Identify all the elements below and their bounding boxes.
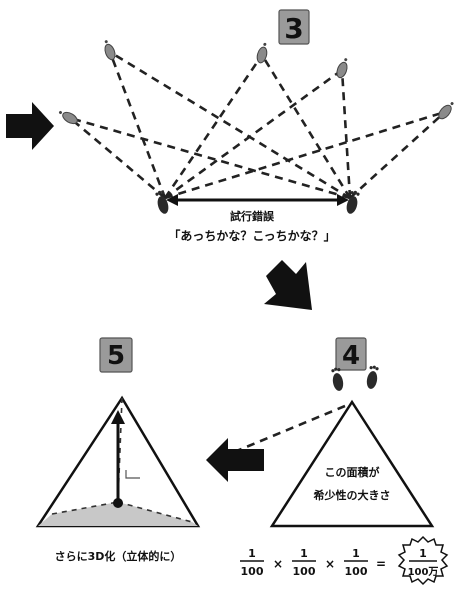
svg-text:×: × <box>325 557 335 571</box>
step-4-number: 4 <box>335 337 367 371</box>
base-line <box>166 194 349 206</box>
svg-text:1: 1 <box>300 547 308 560</box>
pyramid-3d <box>35 395 201 528</box>
step-5-number: 5 <box>99 337 133 373</box>
svg-text:=: = <box>376 557 386 571</box>
svg-text:3: 3 <box>284 12 303 45</box>
step5-caption: さらに3D化（立体的に） <box>55 549 182 563</box>
svg-text:「あっちかな？こっちかな？」: 「あっちかな？こっちかな？」 <box>168 228 335 243</box>
svg-text:1: 1 <box>248 547 256 560</box>
svg-text:100: 100 <box>345 565 368 578</box>
svg-text:希少性の大きさ: 希少性の大きさ <box>313 488 391 502</box>
step-3-number: 3 <box>278 9 310 45</box>
svg-text:1: 1 <box>352 547 360 560</box>
area-triangle <box>269 399 435 528</box>
trial-error-caption: 試行錯誤 「あっちかな？こっちかな？」 <box>168 209 335 243</box>
svg-text:5: 5 <box>107 341 125 371</box>
probability-equation: 1 100 × 1 100 × 1 100 = 1 100万 <box>240 535 449 586</box>
svg-text:試行錯誤: 試行錯誤 <box>230 209 275 223</box>
svg-text:100万: 100万 <box>408 566 439 578</box>
svg-text:×: × <box>273 557 283 571</box>
connector-dash <box>209 404 346 464</box>
arrow-left-icon <box>206 438 264 482</box>
svg-text:4: 4 <box>342 341 360 371</box>
arrow-right-icon <box>6 102 54 150</box>
arrow-down-right-icon <box>264 260 312 310</box>
area-label: この面積が 希少性の大きさ <box>313 465 391 502</box>
trial-paths <box>69 50 446 200</box>
svg-text:100: 100 <box>293 565 316 578</box>
svg-text:この面積が: この面積が <box>325 465 380 479</box>
svg-text:1: 1 <box>419 547 427 560</box>
svg-text:100: 100 <box>241 565 264 578</box>
